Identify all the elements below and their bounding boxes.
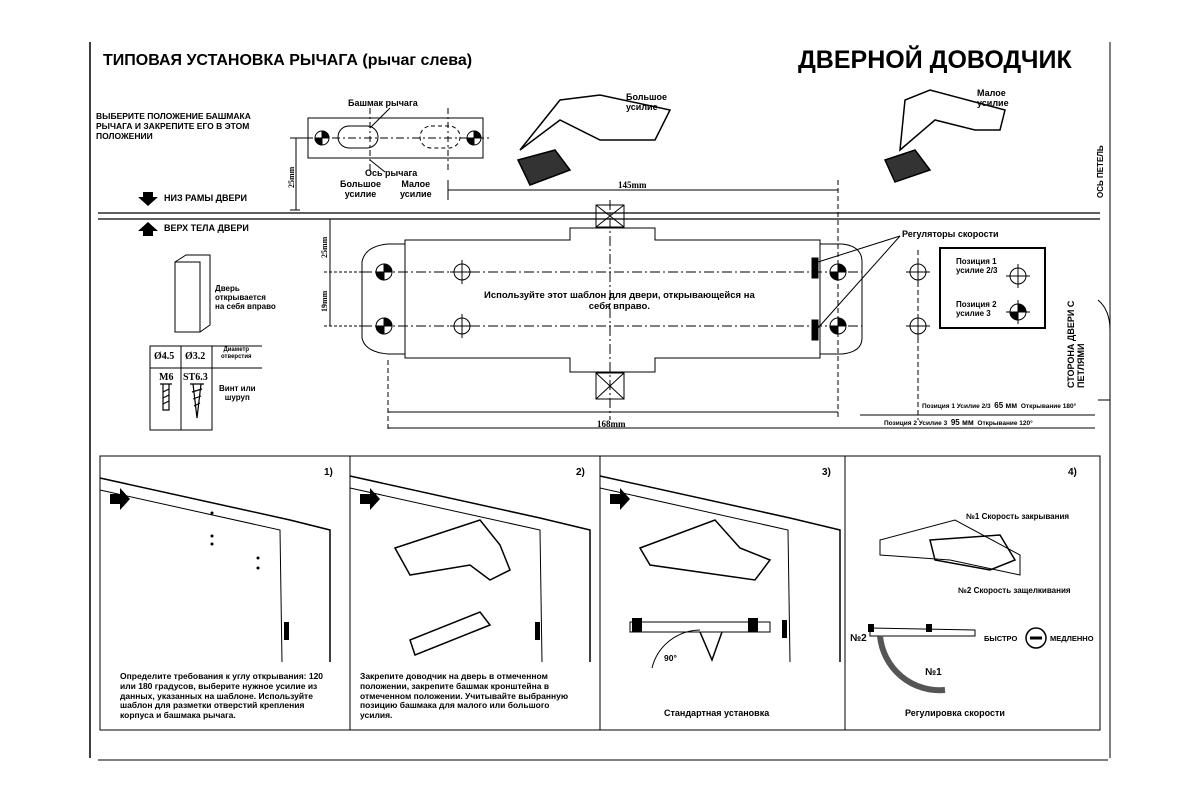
hole-left-bottom — [375, 317, 393, 335]
frame-bottom-label: НИЗ РАМЫ ДВЕРИ — [164, 193, 248, 203]
small-force-label: Малое усилие — [977, 88, 1009, 109]
step4-text: Регулировка скорости — [905, 708, 1005, 718]
choose-shoe-label: ВЫБЕРИТЕ ПОЛОЖЕНИЕ БАШМАКА РЫЧАГА И ЗАКР… — [96, 111, 251, 141]
step3-text: Стандартная установка — [664, 708, 770, 718]
product-title: ДВЕРНОЙ ДОВОДЧИК — [798, 46, 1072, 74]
big-force-label: Большое усилие — [626, 92, 667, 113]
door-top-label: ВЕРХ ТЕЛА ДВЕРИ — [164, 223, 249, 233]
bolt-icon — [160, 383, 172, 411]
position2-spec: Позиция 2 Усилие 3 95 мм Открывание 120° — [884, 418, 1033, 427]
step1-arrow-icon — [110, 488, 130, 510]
screw-size-1: M6 — [159, 372, 174, 383]
position1-spec: Позиция 1 Усилие 2/3 65 мм Открывание 18… — [922, 401, 1077, 410]
step1-text: Определите требования к углу открывания:… — [120, 671, 324, 721]
position2-label: Позиция 2 усилие 3 — [956, 300, 997, 319]
screw-icon — [190, 383, 204, 419]
dim-25-shoe: 25mm — [287, 166, 296, 188]
arrow-up-icon — [138, 222, 158, 236]
lever-shoe-label: Башмак рычага — [348, 98, 418, 108]
latching-speed-label: №2 Скорость защелкивания — [958, 586, 1071, 595]
small-force-label-small: Малое усилие — [400, 179, 432, 200]
dim-145: 145mm — [618, 180, 647, 190]
use-template-label: Используйте этот шаблон для двери, откры… — [484, 290, 755, 312]
closing-speed-label: №1 Скорость закрывания — [966, 512, 1070, 521]
position1-label: Позиция 1 усилие 2/3 — [956, 257, 998, 276]
dim-168: 168mm — [597, 419, 626, 429]
angle-label: 90° — [664, 653, 677, 663]
step4-number: 4) — [1068, 467, 1077, 478]
lever-axis-label: Ось рычага — [365, 168, 418, 178]
door-opens-label: Дверь открывается на себя вправо — [215, 284, 276, 312]
step2-text: Закрепите доводчик на дверь в отмеченном… — [360, 671, 569, 721]
hole-diameter-label: Диаметр отверстия — [221, 347, 252, 360]
dim-19: 19mm — [320, 290, 329, 312]
valve2-label: №2 — [850, 633, 867, 644]
page-title: ТИПОВАЯ УСТАНОВКА РЫЧАГА (рычаг слева) — [103, 52, 473, 69]
hole-diameter-2: Ø3.2 — [185, 351, 206, 362]
step3-arrow-icon — [610, 488, 630, 510]
arrow-down-icon — [138, 192, 158, 206]
speed-regulators-label: Регуляторы скорости — [902, 229, 999, 239]
screw-size-2: ST6.3 — [183, 372, 208, 383]
closer-sketches — [393, 89, 1017, 663]
big-force-label-small: Большое усилие — [340, 179, 381, 200]
hole-left-top — [375, 263, 393, 281]
hinge-axis-label: ОСЬ ПЕТЕЛЬ — [1096, 145, 1105, 198]
dim-25-body: 25mm — [320, 236, 329, 258]
step3-number: 3) — [822, 467, 831, 478]
step1-number: 1) — [324, 467, 333, 478]
hole-diameter-1: Ø4.5 — [154, 351, 175, 362]
step2-number: 2) — [576, 467, 585, 478]
hinge-side-label: СТОРОНА ДВЕРИ С ПЕТЛЯМИ — [1066, 300, 1087, 388]
valve1-label: №1 — [925, 667, 942, 678]
slow-label: МЕДЛЕННО — [1050, 634, 1094, 643]
screw-type-label: Винт или шуруп — [219, 384, 256, 403]
fast-label: БЫСТРО — [984, 634, 1018, 643]
step2-arrow-icon — [360, 488, 380, 510]
